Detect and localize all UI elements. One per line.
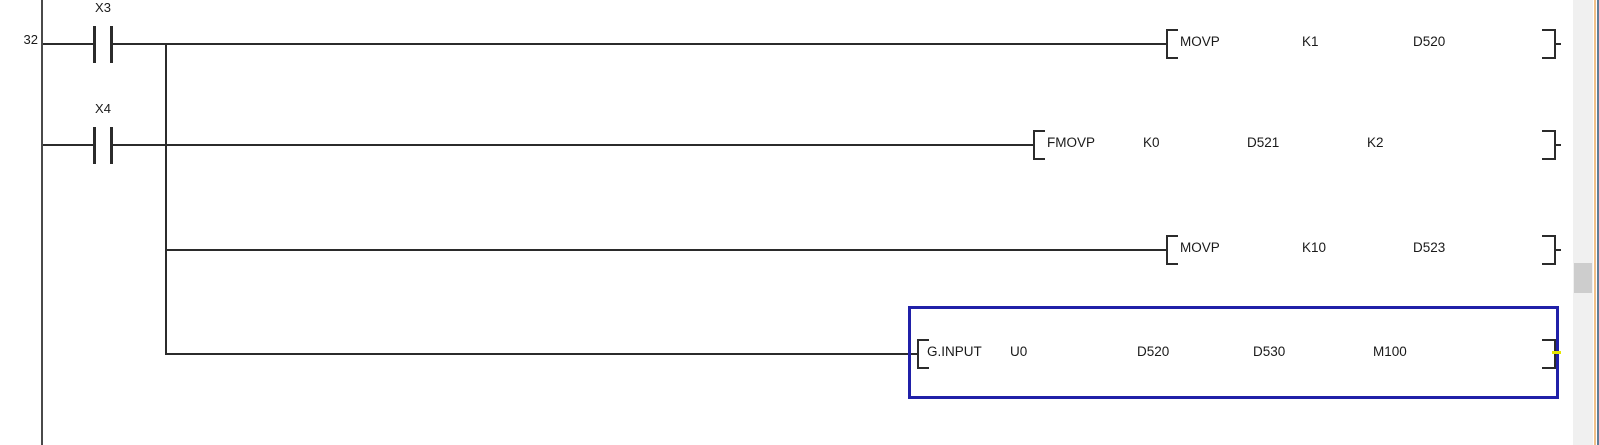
- wire-segment: [167, 249, 1166, 251]
- operand-value: D520: [1413, 34, 1446, 49]
- instruction-movp-1[interactable]: MOVP K1 D520: [1166, 29, 1561, 59]
- operand-value: U0: [1010, 344, 1028, 359]
- operand-value: K10: [1302, 240, 1327, 255]
- instruction-open-bracket: [1166, 235, 1178, 265]
- instruction-g-input[interactable]: G.INPUT U0 D520 D530 M100: [917, 339, 1561, 369]
- wire-segment: [43, 43, 93, 45]
- operand-value: D521: [1247, 135, 1280, 150]
- operand-value: D520: [1137, 344, 1170, 359]
- panel-edge-accent-peach: [1594, 0, 1596, 445]
- wire-segment: [1554, 43, 1561, 45]
- wire-segment: [113, 144, 1033, 146]
- wire-segment: [113, 43, 1166, 45]
- instruction-mnemonic: MOVP: [1180, 34, 1220, 49]
- instruction-open-bracket: [917, 339, 929, 369]
- instruction-open-bracket: [1166, 29, 1178, 59]
- instruction-mnemonic: FMOVP: [1047, 135, 1096, 150]
- contact-x3[interactable]: X3: [83, 0, 123, 63]
- rung-number: 32: [23, 32, 38, 47]
- instruction-open-bracket: [1033, 130, 1045, 160]
- vertical-scrollbar-thumb[interactable]: [1574, 263, 1592, 293]
- operand-value: M100: [1373, 344, 1407, 359]
- vertical-scrollbar-track[interactable]: [1573, 0, 1593, 445]
- instruction-close-bracket: [1542, 339, 1556, 369]
- contact-bar: [110, 127, 113, 164]
- operand-value: K1: [1302, 34, 1319, 49]
- selection-connector-tick: [1552, 351, 1561, 354]
- branch-wire-vertical: [165, 43, 167, 355]
- contact-bar: [93, 26, 96, 63]
- wire-segment: [1554, 144, 1561, 146]
- instruction-fmovp[interactable]: FMOVP K0 D521 K2: [1033, 130, 1561, 160]
- contact-bar: [93, 127, 96, 164]
- operand-value: K0: [1143, 135, 1160, 150]
- left-power-rail: [41, 0, 43, 445]
- wire-segment: [167, 353, 917, 355]
- operand-value: D530: [1253, 344, 1286, 359]
- panel-edge-accent-slate: [1597, 0, 1599, 445]
- operand-value: D523: [1413, 240, 1446, 255]
- contact-x4[interactable]: X4: [83, 101, 123, 164]
- contact-label: X3: [95, 0, 111, 15]
- instruction-movp-2[interactable]: MOVP K10 D523: [1166, 235, 1561, 265]
- wire-segment: [1554, 249, 1561, 251]
- instruction-mnemonic: G.INPUT: [927, 344, 982, 359]
- wire-segment: [43, 144, 93, 146]
- contact-label: X4: [95, 101, 111, 116]
- instruction-mnemonic: MOVP: [1180, 240, 1220, 255]
- contact-bar: [110, 26, 113, 63]
- panel-edge-gutter: [1593, 0, 1599, 445]
- operand-value: K2: [1367, 135, 1384, 150]
